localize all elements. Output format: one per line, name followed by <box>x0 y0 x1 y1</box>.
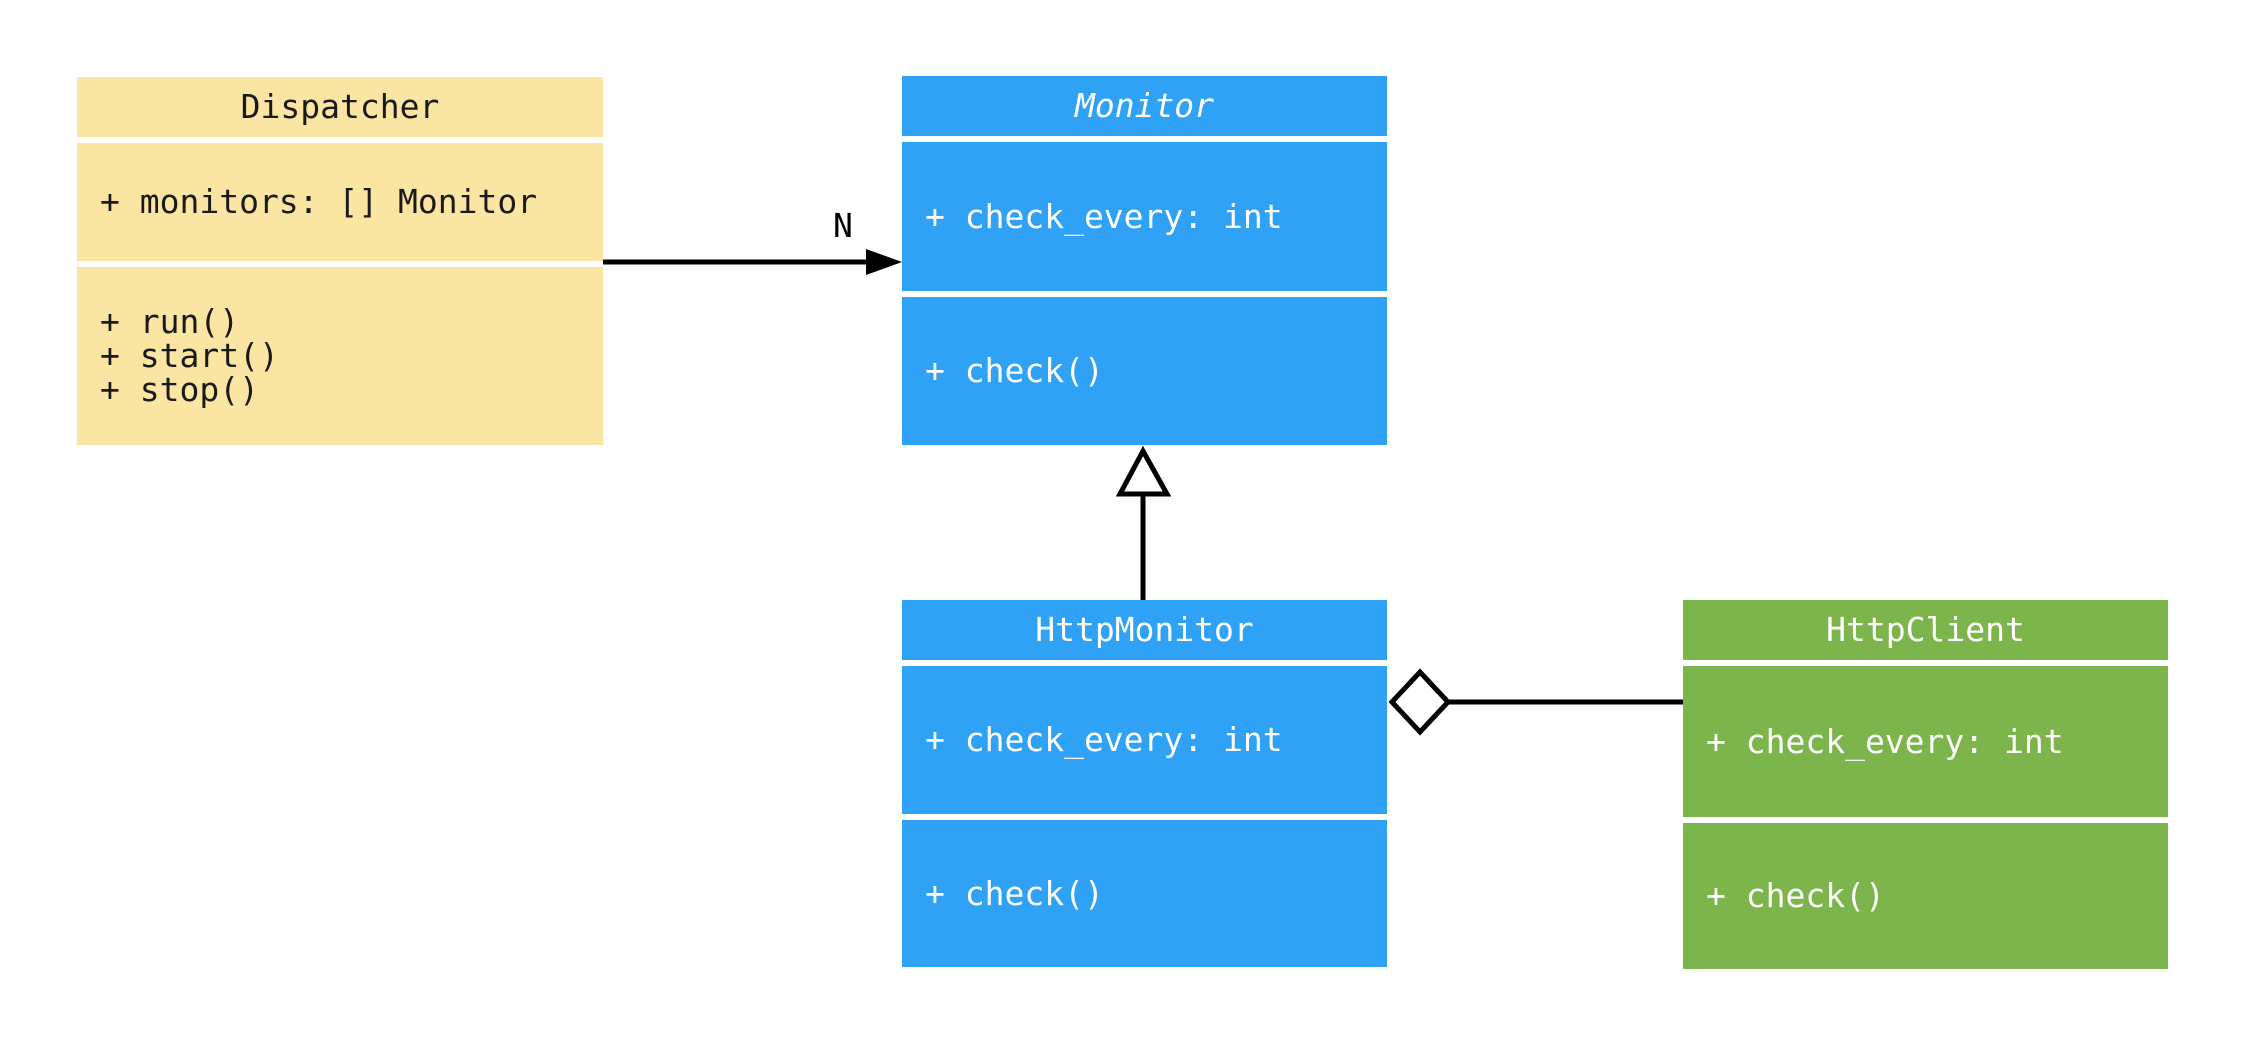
class-box-monitor: Monitor + check_every: int + check() <box>902 76 1387 445</box>
attribute-item: + monitors: [] Monitor <box>100 182 538 221</box>
method-item: + check() <box>925 351 1104 390</box>
class-methods-monitor: + check() <box>902 297 1387 445</box>
attribute-item: + check_every: int <box>1706 721 2064 761</box>
method-item: + run() <box>100 302 240 341</box>
class-name-label: Dispatcher <box>240 87 440 126</box>
method-item: + check() <box>925 873 1104 913</box>
class-attributes-httpmonitor: + check_every: int <box>902 666 1387 814</box>
class-methods-httpmonitor: + check() <box>902 820 1387 967</box>
method-item: + stop() <box>100 370 259 409</box>
class-name-label: HttpMonitor <box>1035 610 1254 649</box>
method-item: + start() <box>100 336 279 375</box>
inheritance-arrow-httpmonitor-monitor <box>1115 445 1172 600</box>
attribute-item: + check_every: int <box>925 196 1283 236</box>
class-name-label: HttpClient <box>1826 610 2025 649</box>
class-attributes-dispatcher: + monitors: [] Monitor <box>77 143 603 261</box>
class-box-dispatcher: Dispatcher + monitors: [] Monitor + run(… <box>77 77 603 445</box>
class-title-httpclient: HttpClient <box>1683 600 2168 660</box>
hollow-triangle-icon <box>1115 445 1172 497</box>
aggregation-edge-httpmonitor-httpclient <box>1388 668 1683 736</box>
arrowhead-icon <box>866 249 902 275</box>
class-title-monitor: Monitor <box>902 76 1387 136</box>
association-multiplicity-label: N <box>833 206 853 245</box>
class-attributes-monitor: + check_every: int <box>902 142 1387 291</box>
class-title-httpmonitor: HttpMonitor <box>902 600 1387 660</box>
class-attributes-httpclient: + check_every: int <box>1683 666 2168 817</box>
class-name-label: Monitor <box>1074 86 1215 125</box>
association-arrow-dispatcher-monitor <box>603 249 902 275</box>
method-item: + check() <box>1706 876 1885 915</box>
class-box-httpmonitor: HttpMonitor + check_every: int + check() <box>902 600 1387 967</box>
class-methods-httpclient: + check() <box>1683 823 2168 969</box>
class-methods-dispatcher: + run() + start() + stop() <box>77 267 603 445</box>
hollow-diamond-icon <box>1388 668 1452 736</box>
class-box-httpclient: HttpClient + check_every: int + check() <box>1683 600 2168 969</box>
attribute-item: + check_every: int <box>925 720 1283 759</box>
class-title-dispatcher: Dispatcher <box>77 77 603 137</box>
